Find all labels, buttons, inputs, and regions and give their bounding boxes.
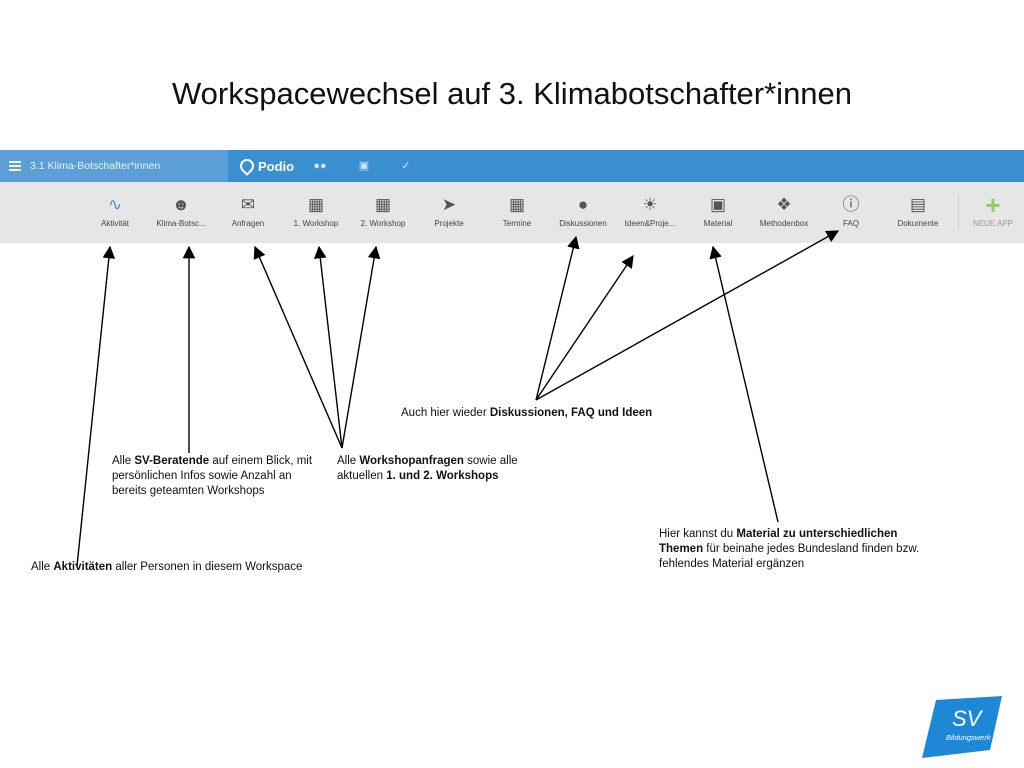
note-text: aller Personen in diesem Workspace xyxy=(112,561,303,573)
app-label: Diskussionen xyxy=(559,219,607,228)
app-label: Ideen&Proje... xyxy=(624,219,676,228)
app-label: FAQ xyxy=(842,219,859,228)
app-label: Material xyxy=(703,219,733,228)
note-text: sowie alle aktuellen xyxy=(337,455,518,482)
note-text: Auch hier wieder xyxy=(401,407,490,419)
people-icon[interactable]: ●● xyxy=(313,160,327,172)
calendar-icon[interactable]: ▣ xyxy=(358,160,370,172)
note-bold: SV-Beratende xyxy=(134,455,210,467)
envelope-icon: ✉ xyxy=(240,195,256,214)
logo-text: SV xyxy=(952,706,984,731)
logo-shape xyxy=(922,696,1002,758)
note-aktivitaeten: Alle Aktivitäten aller Personen in diese… xyxy=(31,560,302,575)
app-label: Klima-Botsc... xyxy=(156,219,206,228)
app-material[interactable]: ▣ Material xyxy=(682,182,754,243)
book-icon: ▤ xyxy=(909,195,927,214)
question-icon: ⓘ xyxy=(842,195,860,214)
arrow-aktivitaet xyxy=(76,245,116,567)
app-label: Projekte xyxy=(434,219,464,228)
app-bar-separator xyxy=(958,194,959,230)
note-text: Alle xyxy=(31,561,54,573)
note-beratende: Alle SV-Beratende auf einem Blick, mit p… xyxy=(112,454,327,499)
app-faq[interactable]: ⓘ FAQ xyxy=(815,182,887,243)
note-text: Alle xyxy=(337,455,360,467)
app-projekte[interactable]: ➤ Projekte xyxy=(413,182,485,243)
note-text: Hier kannst du xyxy=(659,528,737,540)
app-workshop-2[interactable]: ▦ 2. Workshop xyxy=(347,182,419,243)
calendar-icon: ▦ xyxy=(508,195,526,214)
app-label: 2. Workshop xyxy=(360,219,406,228)
app-label: Aktivität xyxy=(100,219,129,228)
arrow-faq xyxy=(535,230,840,401)
note-bold: Material zu unterschiedlichen Themen xyxy=(659,528,898,555)
podio-brand: Podio xyxy=(258,158,295,174)
arrow-diskussionen xyxy=(535,235,580,401)
lightbulb-icon: ☀ xyxy=(642,195,658,214)
app-workshop-1[interactable]: ▦ 1. Workshop xyxy=(280,182,352,243)
note-text: Alle xyxy=(112,455,135,467)
app-label: Anfragen xyxy=(231,219,265,228)
chat-icon: ● xyxy=(577,195,589,214)
contacts-icon: ☻ xyxy=(172,195,190,214)
note-bold: Workshopanfragen xyxy=(359,455,464,467)
app-klima-botschafter[interactable]: ☻ Klima-Botsc... xyxy=(145,182,217,243)
podio-top-bar: 3.1 Klima-Botschafter*innen Podio ●● ▣ ✓ xyxy=(0,150,1024,182)
app-label: 1. Workshop xyxy=(293,219,339,228)
arrow-workshop-1 xyxy=(314,245,343,449)
tasks-icon[interactable]: ✓ xyxy=(401,160,411,172)
arrow-ideen xyxy=(535,254,634,401)
podio-logo[interactable]: Podio xyxy=(237,150,295,182)
app-label: Termine xyxy=(502,219,532,228)
app-bar: ∿ Aktivität ☻ Klima-Botsc... ✉ Anfragen … xyxy=(0,182,1024,243)
arrow-workshop-2 xyxy=(341,245,381,449)
app-termine[interactable]: ▦ Termine xyxy=(481,182,553,243)
note-material: Hier kannst du Material zu unterschiedli… xyxy=(659,527,934,572)
note-diskussionen: Auch hier wieder Diskussionen, FAQ und I… xyxy=(401,406,652,421)
app-neue-app[interactable]: + NEUE APP xyxy=(957,182,1024,243)
arrow-material xyxy=(709,245,779,523)
archive-icon: ▣ xyxy=(709,195,727,214)
app-ideen-projekte[interactable]: ☀ Ideen&Proje... xyxy=(614,182,686,243)
slide-title: Workspacewechsel auf 3. Klimabotschafter… xyxy=(171,76,853,111)
note-workshop: Alle Workshopanfragen sowie alle aktuell… xyxy=(337,454,527,484)
note-bold: Aktivitäten xyxy=(53,561,113,573)
app-anfragen[interactable]: ✉ Anfragen xyxy=(212,182,284,243)
logo-subtext: Bildungswerk xyxy=(946,733,992,742)
workspace-switcher[interactable]: 3.1 Klima-Botschafter*innen xyxy=(0,150,228,182)
hamburger-menu-icon[interactable] xyxy=(9,161,21,171)
activity-icon: ∿ xyxy=(107,195,123,214)
dropbox-icon: ❖ xyxy=(776,195,792,214)
app-dokumente[interactable]: ▤ Dokumente xyxy=(882,182,954,243)
app-methodenbox[interactable]: ❖ Methodenbox xyxy=(748,182,820,243)
note-bold: Diskussionen, FAQ und Ideen xyxy=(489,407,653,419)
workspace-name: 3.1 Klima-Botschafter*innen xyxy=(30,160,161,172)
app-label: Methodenbox xyxy=(759,219,809,228)
arrow-anfragen xyxy=(253,245,343,449)
plus-icon: + xyxy=(985,190,1001,220)
note-text: auf einem Blick, mit persönlichen Infos … xyxy=(112,455,313,497)
rocket-icon: ➤ xyxy=(441,195,457,214)
workshop-icon: ▦ xyxy=(307,195,325,214)
note-bold: 1. und 2. Workshops xyxy=(386,470,499,482)
app-aktivitaet[interactable]: ∿ Aktivität xyxy=(79,182,151,243)
app-label: NEUE APP xyxy=(972,219,1013,228)
note-text: für beinahe jedes Bundesland finden bzw.… xyxy=(659,543,920,570)
workshop-icon: ▦ xyxy=(374,195,392,214)
app-label: Dokumente xyxy=(897,219,939,228)
app-diskussionen[interactable]: ● Diskussionen xyxy=(547,182,619,243)
sv-bildungswerk-logo: SV Bildungswerk xyxy=(922,696,1002,758)
